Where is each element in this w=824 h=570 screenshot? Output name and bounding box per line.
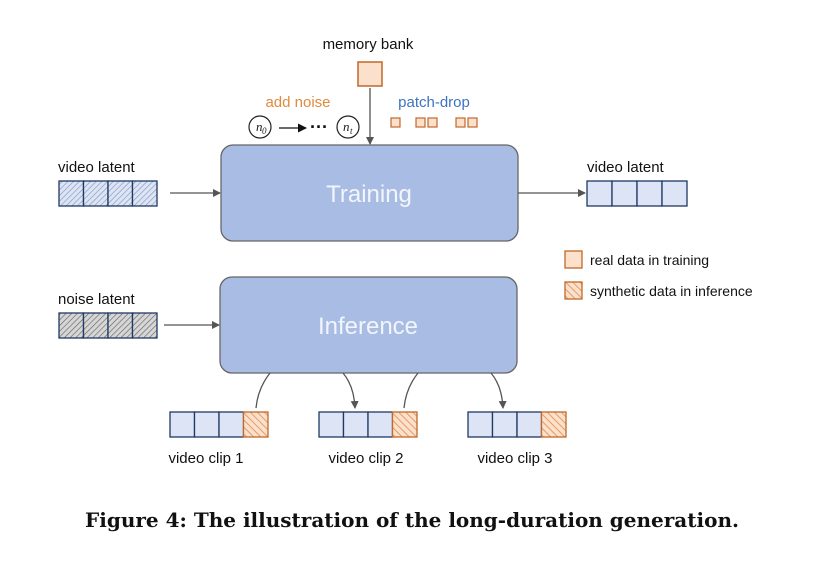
figure-caption: Figure 4: The illustration of the long-d… [85, 508, 739, 532]
svg-text:0: 0 [262, 126, 267, 136]
video-latent-in [58, 180, 158, 207]
noise-start-node: n 0 [248, 115, 272, 139]
memory-bank-label: memory bank [323, 36, 414, 53]
patch-drop-label: patch-drop [398, 94, 470, 111]
noise-latent [58, 312, 158, 339]
noise-ellipsis: ··· [310, 117, 328, 137]
legend: real data in training synthetic data in … [564, 250, 753, 300]
legend-synthetic-label: synthetic data in inference [590, 283, 753, 299]
video-clip-2 [318, 411, 418, 438]
inference-label: Inference [318, 313, 418, 340]
noise-end-node: n t [336, 115, 360, 139]
inference-block [219, 276, 518, 374]
svg-text:n: n [256, 119, 263, 134]
video-latent-out-label: video latent [587, 159, 665, 176]
video-clip-3-label: video clip 3 [477, 450, 552, 467]
video-clip-3 [467, 411, 567, 438]
legend-real-label: real data in training [590, 252, 709, 268]
patch-drop-icon [390, 117, 478, 128]
svg-text:t: t [350, 126, 353, 136]
video-latent-out [586, 180, 688, 207]
video-clip-1 [169, 411, 269, 438]
video-latent-in-label: video latent [58, 159, 136, 176]
training-label: Training [326, 181, 412, 208]
svg-text:n: n [343, 119, 350, 134]
inference-output-arrows [255, 372, 507, 409]
noise-latent-label: noise latent [58, 291, 136, 308]
video-clip-2-label: video clip 2 [328, 450, 403, 467]
video-clip-1-label: video clip 1 [168, 450, 243, 467]
legend-real-swatch [564, 250, 583, 269]
legend-synthetic-swatch [564, 281, 583, 300]
add-noise-label: add noise [265, 94, 330, 111]
memory-bank-icon [357, 61, 383, 87]
